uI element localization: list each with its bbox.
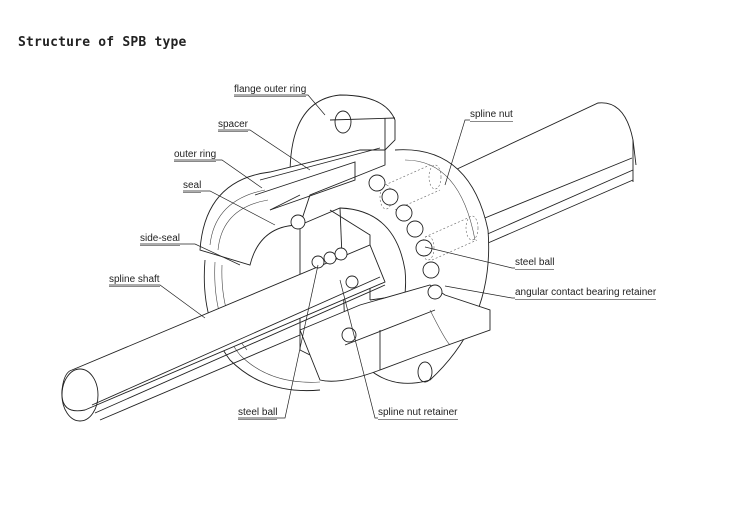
leader-lines: [109, 94, 515, 419]
label-side-seal: side-seal: [140, 233, 181, 246]
steel-balls-inner: [290, 214, 359, 343]
bottom-housing-segment: [299, 284, 491, 382]
label-spline-nut: spline nut: [470, 109, 513, 122]
label-spacer: spacer: [218, 119, 249, 132]
steel-ball: [381, 188, 399, 206]
steel-ball: [427, 284, 443, 300]
spline-shaft: [61, 244, 386, 422]
label-spline-nut-retainer: spline nut retainer: [378, 407, 458, 420]
label-steel-ball-right: steel ball: [515, 257, 555, 270]
steel-balls-ring: [368, 174, 443, 300]
steel-ball: [323, 251, 337, 265]
label-seal: seal: [183, 180, 202, 193]
diagram-title: Structure of SPB type: [18, 35, 187, 50]
steel-ball: [334, 247, 348, 261]
steel-ball: [311, 255, 325, 269]
steel-ball: [290, 214, 306, 230]
steel-ball: [368, 174, 386, 192]
label-angular-contact-bearing-retainer: angular contact bearing retainer: [515, 287, 657, 300]
spline-shaft-right-end: [454, 102, 637, 244]
label-steel-ball-bottom: steel ball: [238, 407, 278, 420]
label-spline-shaft: spline shaft: [109, 274, 160, 287]
outer-housing: [199, 147, 386, 266]
steel-ball: [415, 239, 433, 257]
steel-ball: [345, 275, 359, 289]
steel-ball: [406, 220, 424, 238]
steel-ball: [395, 204, 413, 222]
steel-ball: [341, 327, 357, 343]
label-outer-ring: outer ring: [174, 149, 217, 162]
label-flange-outer-ring: flange outer ring: [234, 84, 307, 97]
steel-ball: [422, 261, 440, 279]
